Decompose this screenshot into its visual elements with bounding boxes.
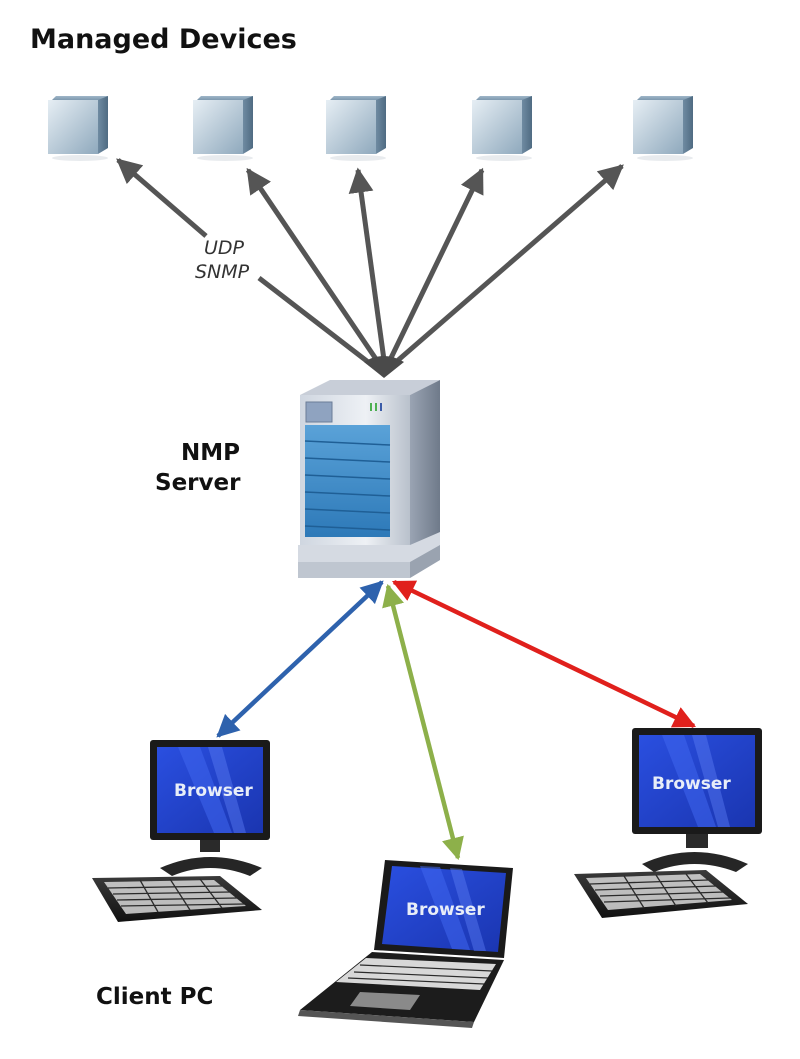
client-link-green xyxy=(382,583,464,861)
server-label-nmp: NMP xyxy=(181,440,240,466)
snmp-arrow xyxy=(387,167,485,362)
client-link-red xyxy=(391,579,697,729)
protocol-label-snmp: SNMP xyxy=(195,261,250,283)
client-desktop: Browser xyxy=(574,728,762,918)
server-label-server: Server xyxy=(155,470,241,496)
client-laptop: Browser xyxy=(298,860,513,1028)
arrow-hub xyxy=(364,356,404,378)
client-pc-label: Client PC xyxy=(96,984,213,1010)
managed-devices-title: Managed Devices xyxy=(30,24,297,55)
client-desktop: Browser xyxy=(92,740,270,922)
nmp-server xyxy=(298,380,440,578)
snmp-arrow xyxy=(348,167,387,361)
snmp-arrow xyxy=(394,164,624,364)
client-link-blue xyxy=(216,580,384,738)
snmp-arrow xyxy=(118,160,374,367)
managed-device xyxy=(193,96,253,161)
snmp-arrows xyxy=(118,160,624,367)
browser-screen-text: Browser xyxy=(652,774,731,794)
managed-device xyxy=(633,96,693,161)
managed-device xyxy=(326,96,386,161)
browser-screen-text: Browser xyxy=(174,781,253,801)
snmp-arrow xyxy=(245,167,381,364)
protocol-label-udp: UDP xyxy=(204,237,245,259)
managed-device xyxy=(472,96,532,161)
browser-screen-text: Browser xyxy=(406,900,485,920)
managed-device xyxy=(48,96,108,161)
